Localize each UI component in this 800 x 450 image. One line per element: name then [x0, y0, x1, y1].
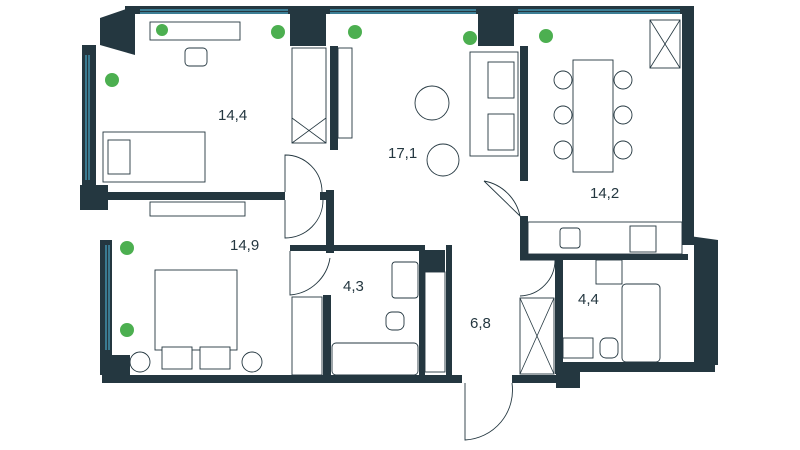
- area-bathroom-1: 4,3: [343, 278, 364, 295]
- plants: [105, 24, 553, 337]
- walls: [80, 6, 718, 388]
- plant-icon: [120, 323, 134, 337]
- kitchen-counter: [527, 221, 683, 255]
- door-bathroom-2: [519, 259, 556, 297]
- coffee-table: [414, 85, 450, 121]
- dining-table: [572, 59, 614, 173]
- area-labels: 14,4 17,1 14,2 14,9 4,3 6,8 4,4: [218, 107, 619, 332]
- door-bedroom-2: [284, 199, 324, 239]
- area-hallway: 6,8: [470, 315, 491, 332]
- plant-icon: [120, 241, 134, 255]
- area-living-room: 17,1: [388, 145, 417, 162]
- plant-icon: [348, 25, 362, 39]
- door-entrance: [464, 382, 513, 441]
- area-kitchen: 14,2: [590, 185, 619, 202]
- plant-icon: [271, 25, 285, 39]
- desk-1: [149, 21, 241, 41]
- desk-2: [149, 201, 246, 217]
- bed-2: [154, 269, 238, 351]
- tv-unit: [337, 47, 353, 139]
- wardrobe-1: [291, 47, 327, 144]
- hallway-wardrobe: [424, 271, 446, 373]
- bathtub-1: [331, 342, 419, 376]
- wardrobe-2: [291, 296, 323, 376]
- doors: [284, 154, 556, 441]
- furniture: [102, 19, 683, 376]
- plant-icon: [105, 73, 119, 87]
- windows: [85, 9, 680, 350]
- area-bedroom-2: 14,9: [230, 237, 259, 254]
- plant-icon: [539, 29, 553, 43]
- bathtub-2: [621, 283, 661, 363]
- plant-icon: [463, 31, 477, 45]
- door-bathroom-1: [289, 251, 331, 296]
- area-bedroom-1: 14,4: [218, 107, 247, 124]
- door-kitchen: [483, 180, 521, 218]
- plant-icon: [156, 24, 168, 36]
- area-bathroom-2: 4,4: [578, 291, 599, 308]
- door-bedroom-1: [284, 154, 323, 193]
- armchair: [426, 143, 460, 177]
